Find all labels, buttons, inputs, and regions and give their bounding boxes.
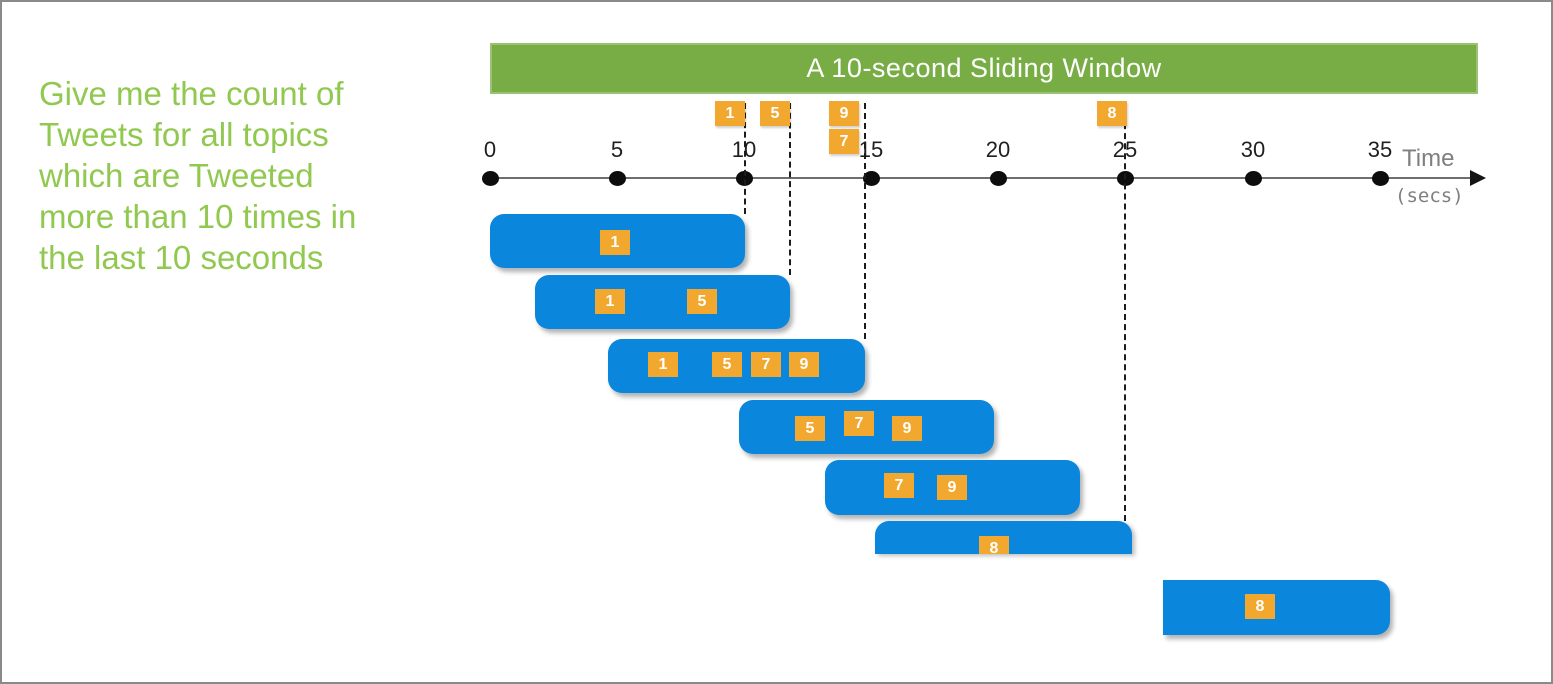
window-event-1: 1	[595, 289, 625, 314]
tick-label-30: 30	[1240, 137, 1266, 162]
window-event-8: 8	[1245, 594, 1275, 619]
window-event-1: 1	[600, 230, 630, 255]
tick-label-0: 0	[483, 137, 497, 162]
window-event-5: 5	[795, 416, 825, 441]
query-text-line: the last 10 seconds	[39, 239, 324, 276]
sliding-window-banner: A 10-second Sliding Window	[490, 43, 1478, 94]
sliding-window-6: 8	[875, 521, 1132, 554]
tick-label-15: 15	[858, 137, 884, 162]
query-text: Give me the count of Tweets for all topic…	[39, 73, 356, 278]
sliding-window-1: 1	[490, 214, 745, 268]
query-text-line: which are Tweeted	[39, 157, 314, 194]
query-text-line: Give me the count of	[39, 75, 344, 112]
banner-label: A 10-second Sliding Window	[806, 53, 1162, 83]
timeline-dot-0	[481, 171, 499, 186]
timeline-dot-5	[608, 171, 626, 186]
timeline-dot-15	[862, 171, 880, 186]
dashed-connector-3	[864, 103, 866, 339]
event-marker-9: 9	[829, 101, 859, 126]
timeline-axis	[484, 177, 1472, 179]
tick-label-20: 20	[985, 137, 1011, 162]
timeline-dot-35	[1371, 171, 1389, 186]
window-event-5: 5	[687, 289, 717, 314]
window-event-7: 7	[844, 411, 874, 436]
window-event-7: 7	[884, 473, 914, 498]
dashed-connector-2	[789, 103, 791, 275]
dashed-connector-1	[744, 103, 746, 214]
timeline-dot-30	[1244, 171, 1262, 186]
window-event-7: 7	[751, 352, 781, 377]
event-marker-7: 7	[829, 129, 859, 154]
time-axis-label: Time	[1402, 145, 1455, 172]
tick-label-5: 5	[610, 137, 624, 162]
window-event-9: 9	[937, 475, 967, 500]
tick-label-10: 10	[731, 137, 757, 162]
time-axis-unit: (secs)	[1395, 185, 1464, 207]
query-text-line: Tweets for all topics	[39, 116, 329, 153]
window-event-8: 8	[979, 536, 1009, 554]
tick-label-35: 35	[1367, 137, 1393, 162]
window-event-1: 1	[648, 352, 678, 377]
window-event-9: 9	[789, 352, 819, 377]
window-event-5: 5	[712, 352, 742, 377]
event-marker-8: 8	[1097, 101, 1127, 126]
arrow-right-icon	[1470, 170, 1486, 186]
query-text-line: more than 10 times in	[39, 198, 357, 235]
event-marker-5: 5	[760, 101, 790, 126]
timeline-dot-20	[989, 171, 1007, 186]
window-event-9: 9	[892, 416, 922, 441]
dashed-connector-4	[1124, 103, 1126, 521]
event-marker-1: 1	[715, 101, 745, 126]
sliding-window-7: 8	[1163, 580, 1390, 635]
